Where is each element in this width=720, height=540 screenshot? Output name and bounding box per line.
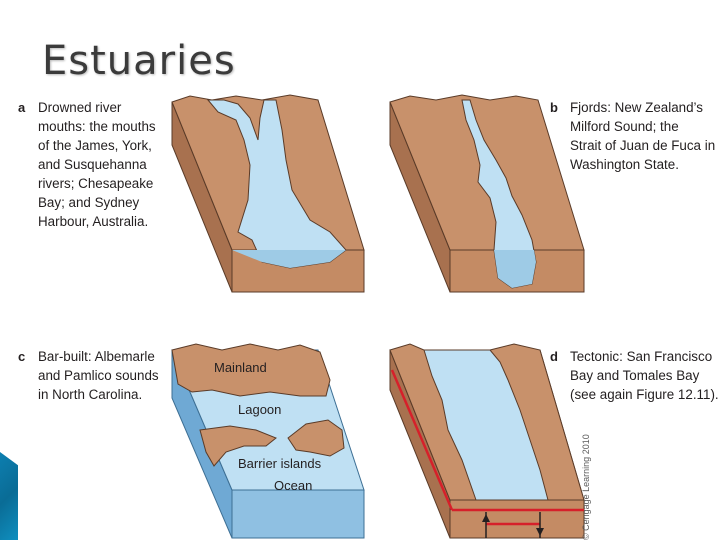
- diagram-a-drowned-river: [171, 94, 365, 293]
- diagram-b-fjord: [389, 94, 585, 293]
- fault-arrow-right-icon: [536, 528, 544, 536]
- diagram-c-bar-built: Mainland Lagoon Barrier islands Ocean: [171, 343, 365, 539]
- diagram-d-tectonic: [389, 343, 585, 539]
- fault-arrow-left-icon: [482, 514, 490, 522]
- caption-c-text: Bar-built: Albemarle and Pamlico sounds …: [38, 349, 159, 402]
- copyright-credit: © Cengage Learning 2010: [581, 434, 591, 540]
- slide-title: Estuaries: [42, 38, 236, 84]
- label-barrier-islands: Barrier islands: [238, 456, 322, 471]
- label-ocean: Ocean: [274, 478, 312, 493]
- fault-line-left: [390, 369, 454, 511]
- caption-d-text: Tectonic: San Francisco Bay and Tomales …: [570, 349, 719, 402]
- caption-a: a Drowned river mouths: the mouths of th…: [18, 98, 156, 231]
- label-lagoon: Lagoon: [238, 402, 281, 417]
- caption-c-letter: c: [18, 349, 26, 364]
- caption-a-text: Drowned river mouths: the mouths of the …: [38, 100, 156, 229]
- caption-b-letter: b: [550, 100, 558, 115]
- caption-b-text: Fjords: New Zealand’s Milford Sound; the…: [570, 100, 716, 172]
- caption-b: b Fjords: New Zealand’s Milford Sound; t…: [550, 98, 716, 174]
- slide-accent-decoration: [0, 452, 18, 540]
- caption-a-letter: a: [18, 100, 26, 115]
- caption-d-letter: d: [550, 349, 558, 364]
- caption-d: d Tectonic: San Francisco Bay and Tomale…: [550, 347, 719, 404]
- caption-c: c Bar-built: Albemarle and Pamlico sound…: [18, 347, 159, 404]
- label-mainland: Mainland: [214, 360, 267, 375]
